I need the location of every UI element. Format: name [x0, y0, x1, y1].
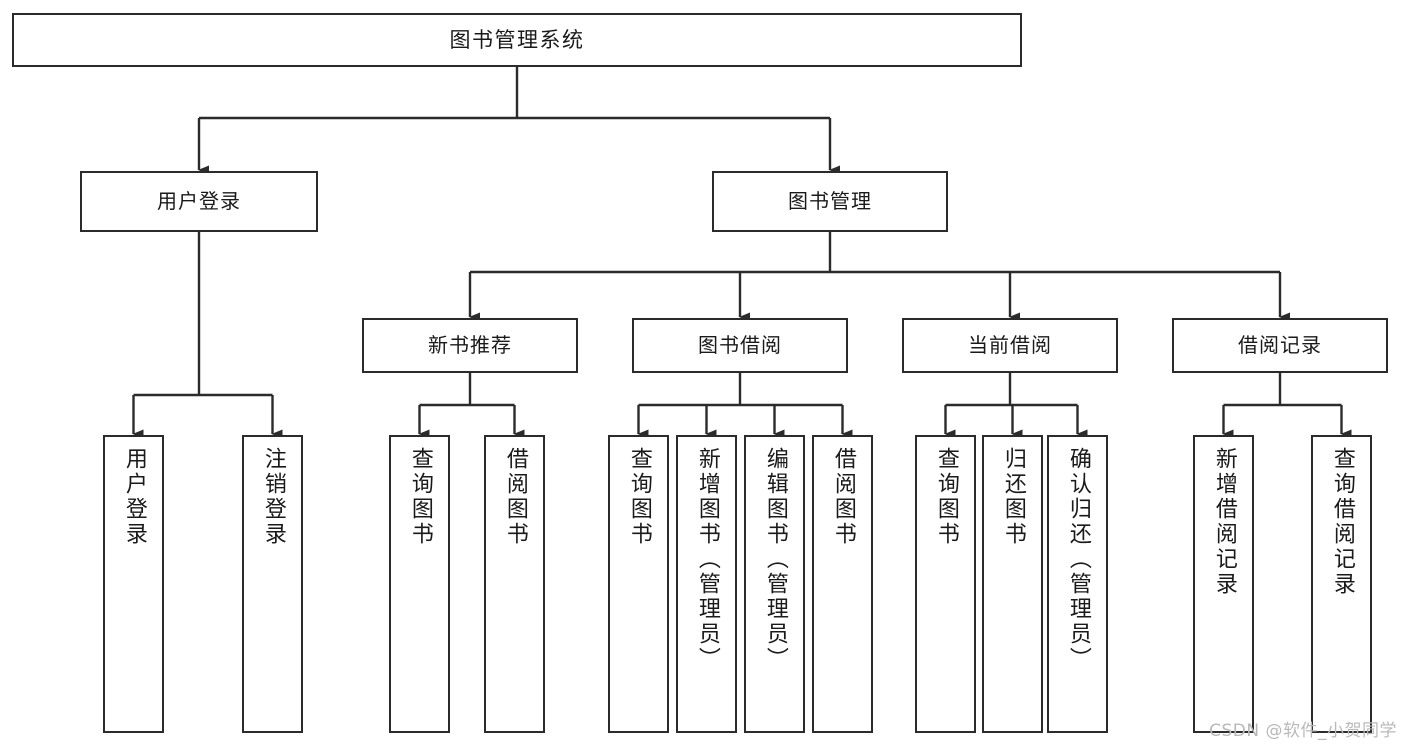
node-label: 查询图书: [407, 447, 433, 547]
watermark: CSDN @软件_小贺同学: [1209, 721, 1397, 741]
node-borrow[interactable]: 图书借阅: [632, 318, 848, 373]
node-current[interactable]: 当前借阅: [902, 318, 1118, 373]
node-label: 借阅图书: [502, 447, 528, 547]
node-root[interactable]: 图书管理系统: [12, 13, 1022, 67]
node-label: 图书借阅: [698, 332, 782, 357]
node-label: 编辑图书（管理员）: [762, 447, 788, 672]
node-label: 图书管理系统: [449, 27, 585, 52]
node-label: 当前借阅: [968, 332, 1052, 357]
node-records-1[interactable]: 新增借阅记录: [1193, 435, 1254, 733]
node-label: 查询图书: [933, 447, 959, 547]
node-label: 用户登录: [121, 447, 147, 547]
node-newbook-2[interactable]: 借阅图书: [484, 435, 545, 733]
node-label: 注销登录: [260, 447, 286, 547]
node-label: 新书推荐: [428, 332, 512, 357]
node-current-1[interactable]: 查询图书: [915, 435, 976, 733]
node-newbook-1[interactable]: 查询图书: [389, 435, 450, 733]
node-login-1[interactable]: 用户登录: [103, 435, 164, 733]
node-label: 用户登录: [157, 188, 241, 213]
node-current-2[interactable]: 归还图书: [982, 435, 1043, 733]
node-label: 确认归还（管理员）: [1065, 447, 1091, 672]
node-label: 查询图书: [626, 447, 652, 547]
node-label: 归还图书: [1000, 447, 1026, 547]
node-borrow-2[interactable]: 新增图书（管理员）: [676, 435, 737, 733]
node-label: 查询借阅记录: [1329, 447, 1355, 597]
node-records[interactable]: 借阅记录: [1172, 318, 1388, 373]
node-records-2[interactable]: 查询借阅记录: [1311, 435, 1372, 733]
node-newbook[interactable]: 新书推荐: [362, 318, 578, 373]
node-label: 图书管理: [788, 188, 872, 213]
node-borrow-4[interactable]: 借阅图书: [812, 435, 873, 733]
node-login[interactable]: 用户登录: [80, 171, 318, 232]
node-label: 借阅记录: [1238, 332, 1322, 357]
node-borrow-3[interactable]: 编辑图书（管理员）: [744, 435, 805, 733]
node-label: 新增图书（管理员）: [694, 447, 720, 672]
node-bookmgmt[interactable]: 图书管理: [712, 171, 948, 232]
node-label: 借阅图书: [830, 447, 856, 547]
node-login-2[interactable]: 注销登录: [242, 435, 303, 733]
node-label: 新增借阅记录: [1211, 447, 1237, 597]
node-current-3[interactable]: 确认归还（管理员）: [1047, 435, 1108, 733]
node-borrow-1[interactable]: 查询图书: [608, 435, 669, 733]
